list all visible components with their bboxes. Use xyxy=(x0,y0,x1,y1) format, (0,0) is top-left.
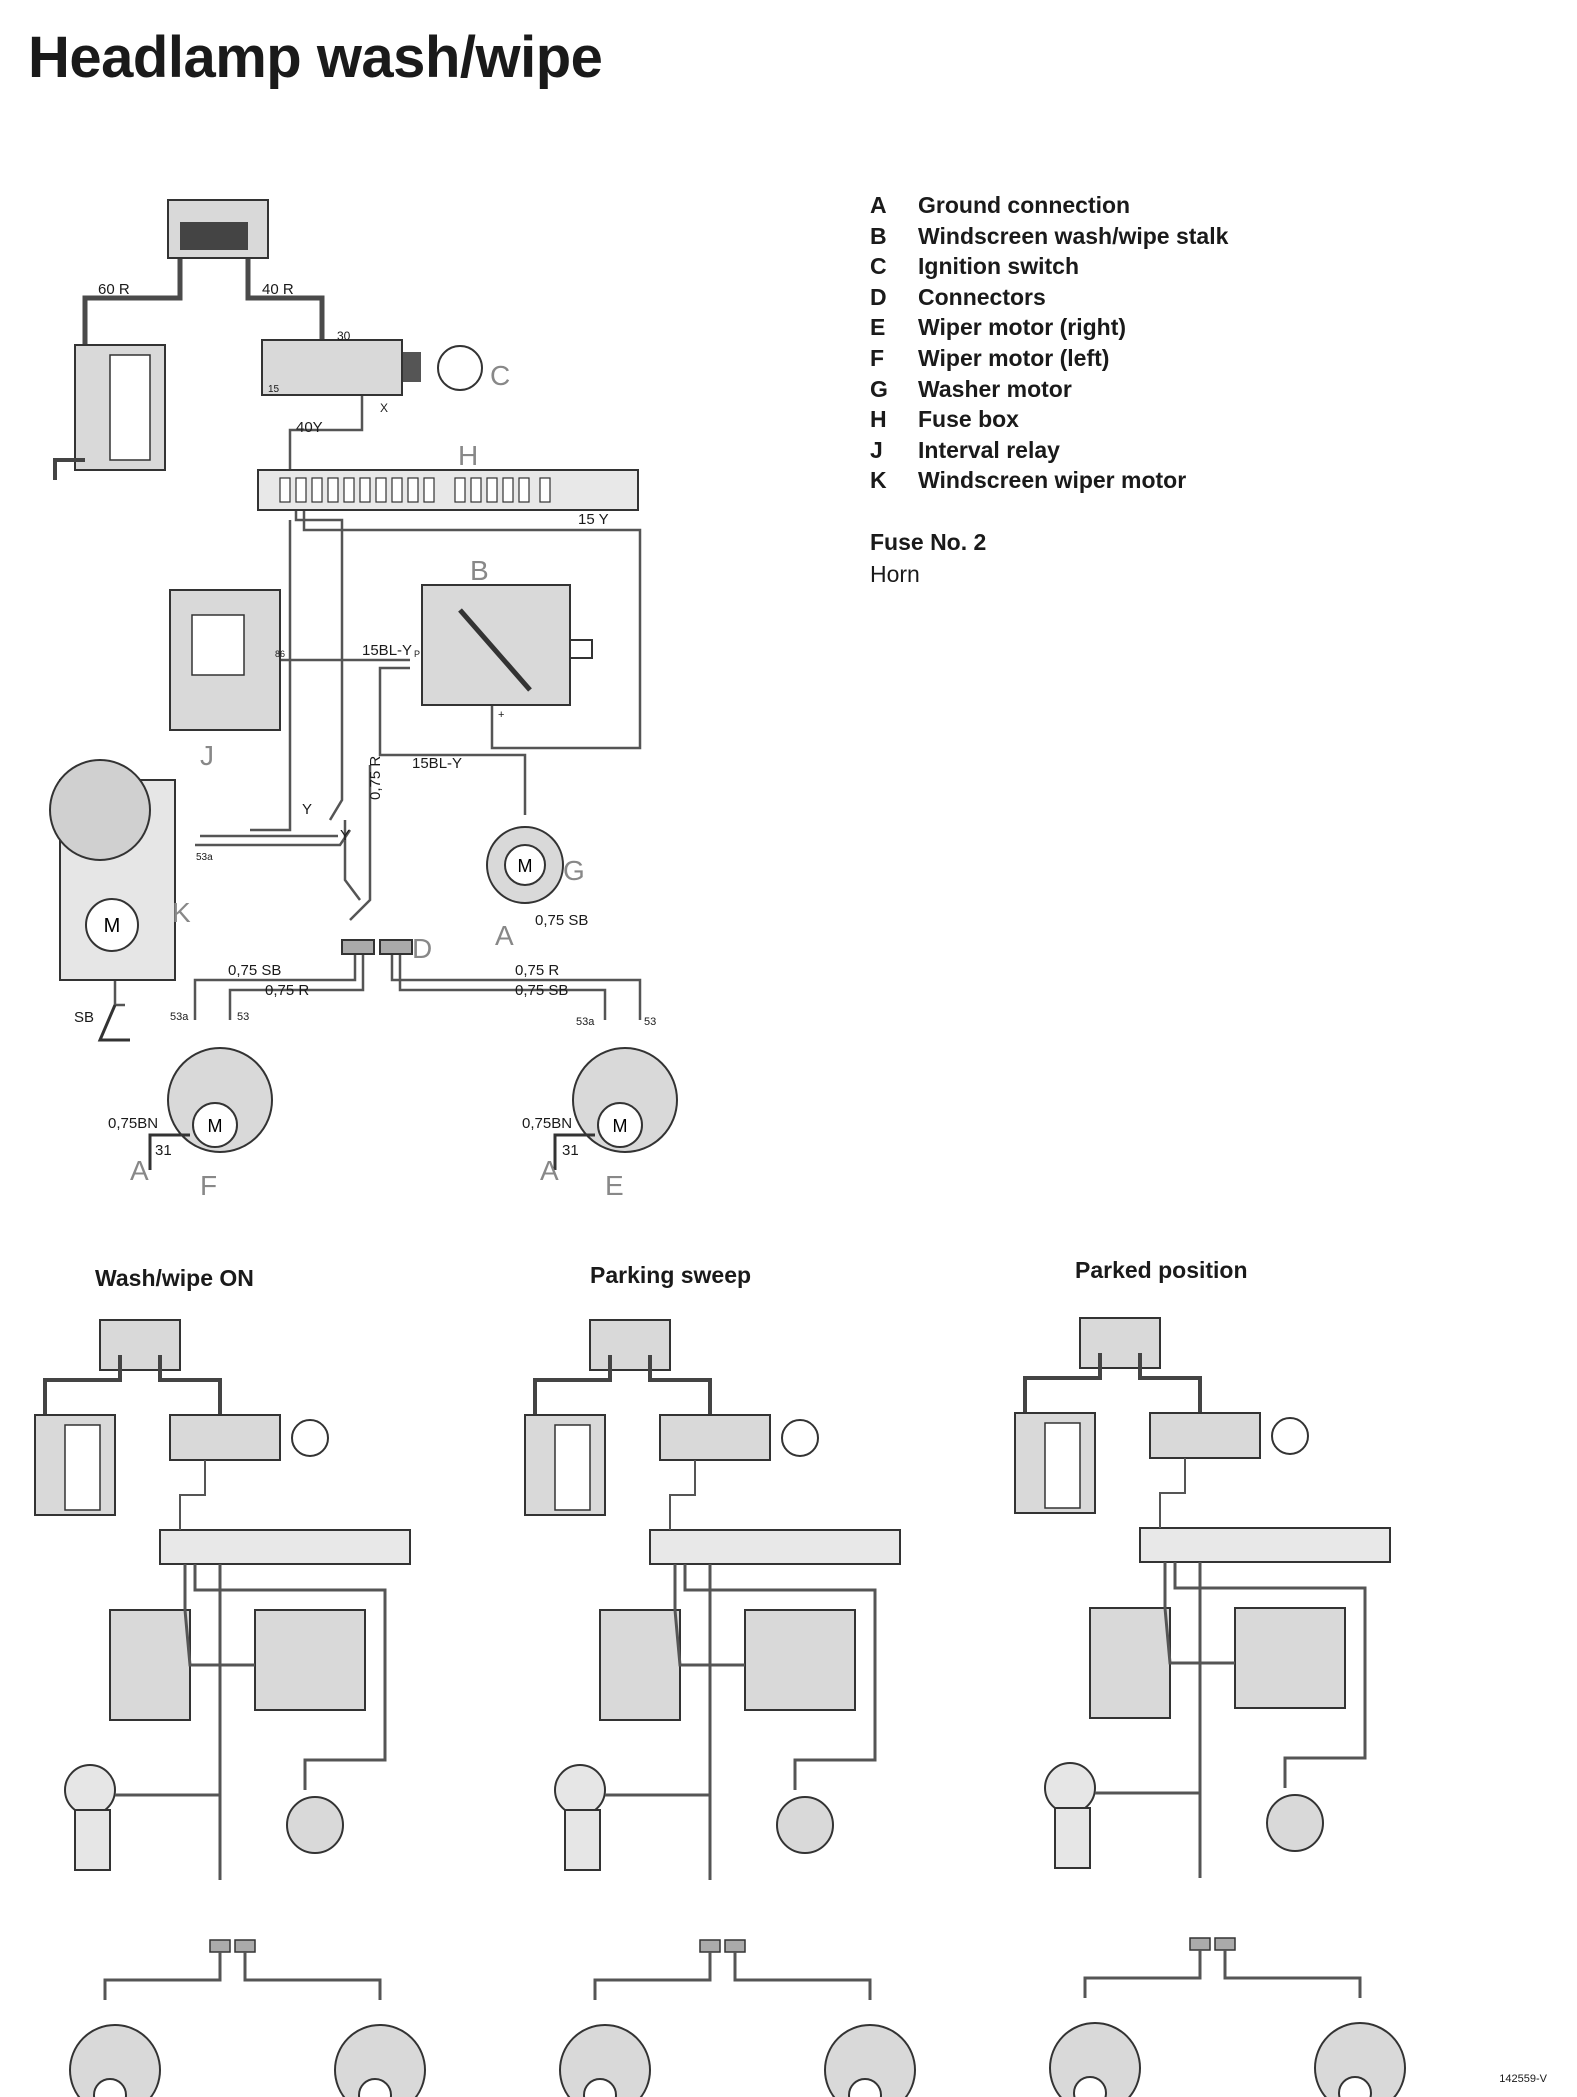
wire-label: 0,75 R xyxy=(265,982,309,999)
terminal-label: 53 xyxy=(237,1011,249,1023)
component-label: A xyxy=(130,1155,149,1186)
wiper-motor-left-label: M xyxy=(208,1116,223,1136)
connector-right xyxy=(379,939,413,955)
component-label: K xyxy=(172,897,191,928)
wire-label: 0,75 R xyxy=(515,962,559,979)
ground-wire-left xyxy=(148,1133,190,1170)
page-title: Headlamp wash/wipe xyxy=(28,25,603,90)
terminal-label: 53a xyxy=(576,1016,595,1028)
wire-label: 0,75 SB xyxy=(515,982,568,999)
diagram-parking-sweep xyxy=(523,1318,917,2097)
component-label: A xyxy=(495,920,514,951)
ground-wire-right xyxy=(553,1133,595,1170)
washer-motor-core xyxy=(504,844,546,886)
component-label: J xyxy=(200,740,214,771)
wire-label: 15 Y xyxy=(578,511,609,528)
diagram-parked-position xyxy=(1013,1316,1407,2097)
wiper-gear xyxy=(49,759,151,861)
wire-label: 0,75BN xyxy=(522,1115,572,1132)
wire-label: 0,75 R xyxy=(367,756,384,800)
terminal-label: 30 xyxy=(337,329,351,343)
stalk-lever xyxy=(569,639,593,659)
view-title-parked: Parked position xyxy=(1075,1257,1248,1283)
wire-label: 40Y xyxy=(296,419,323,436)
component-label: G xyxy=(563,855,585,886)
k-motor-label: M xyxy=(104,915,121,937)
wiper-motor-right-core xyxy=(597,1102,643,1148)
component-label: D xyxy=(412,933,432,964)
terminal-label: 31 xyxy=(562,1142,579,1159)
wash-wipe-stalk xyxy=(421,584,571,706)
terminal-label: 53a xyxy=(196,852,213,863)
battery-cell xyxy=(109,354,151,461)
main-wires xyxy=(82,255,325,345)
view-title-wash-on: Wash/wipe ON xyxy=(95,1265,254,1291)
k-motor xyxy=(85,898,139,952)
terminal-label: + xyxy=(498,709,504,721)
fuse-title: Fuse No. 2 xyxy=(870,529,987,555)
terminal-label: X xyxy=(380,401,388,415)
connector-core xyxy=(180,222,248,250)
fuse-slots xyxy=(279,477,551,503)
wire-label: 15BL-Y xyxy=(362,642,412,659)
wire-label: Y xyxy=(302,801,312,818)
terminal-label: P xyxy=(414,649,420,659)
component-label: F xyxy=(200,1170,217,1201)
fuse-item: Horn xyxy=(870,561,920,587)
wire-label: 0,75 SB xyxy=(228,962,281,979)
wiper-motor-right-label: M xyxy=(613,1116,628,1136)
wire-label: 0,75 SB xyxy=(535,912,588,929)
connector-left xyxy=(341,939,375,955)
fuse-note: Fuse No. 2 Horn xyxy=(870,526,986,590)
component-label: A xyxy=(540,1155,559,1186)
k-ground-icon xyxy=(97,1004,130,1042)
washer-motor-label: M xyxy=(518,856,533,876)
view-title-parking-sweep: Parking sweep xyxy=(590,1262,752,1288)
component-label: B xyxy=(470,555,489,586)
diagram-wash-wipe-on xyxy=(33,1318,427,2097)
stalk-contact xyxy=(458,608,532,692)
terminal-label: 86 xyxy=(275,649,285,659)
terminal-label: 53a xyxy=(170,1011,189,1023)
terminal-label: 53 xyxy=(644,1016,656,1028)
ignition-key-icon xyxy=(437,345,483,391)
wire-label: 40 R xyxy=(262,281,294,298)
wire-label: Y xyxy=(340,827,350,844)
wire-label: 0,75BN xyxy=(108,1115,158,1132)
thin-wires xyxy=(113,395,642,1020)
component-label: C xyxy=(490,360,510,391)
terminal-label: 15 xyxy=(268,384,280,395)
terminal-label: 31 xyxy=(155,1142,172,1159)
wire-label: SB xyxy=(74,1009,94,1026)
wiper-motor-left-core xyxy=(192,1102,238,1148)
battery-ground xyxy=(53,458,85,480)
component-label: E xyxy=(605,1170,624,1201)
wire-label: 15BL-Y xyxy=(412,755,462,772)
ignition-switch xyxy=(261,339,403,396)
wire-label: 60 R xyxy=(98,281,130,298)
relay-coil xyxy=(191,614,245,676)
ignition-knob xyxy=(403,352,421,382)
figure-code: 142559-V xyxy=(1499,2073,1547,2085)
component-label: H xyxy=(458,440,478,471)
